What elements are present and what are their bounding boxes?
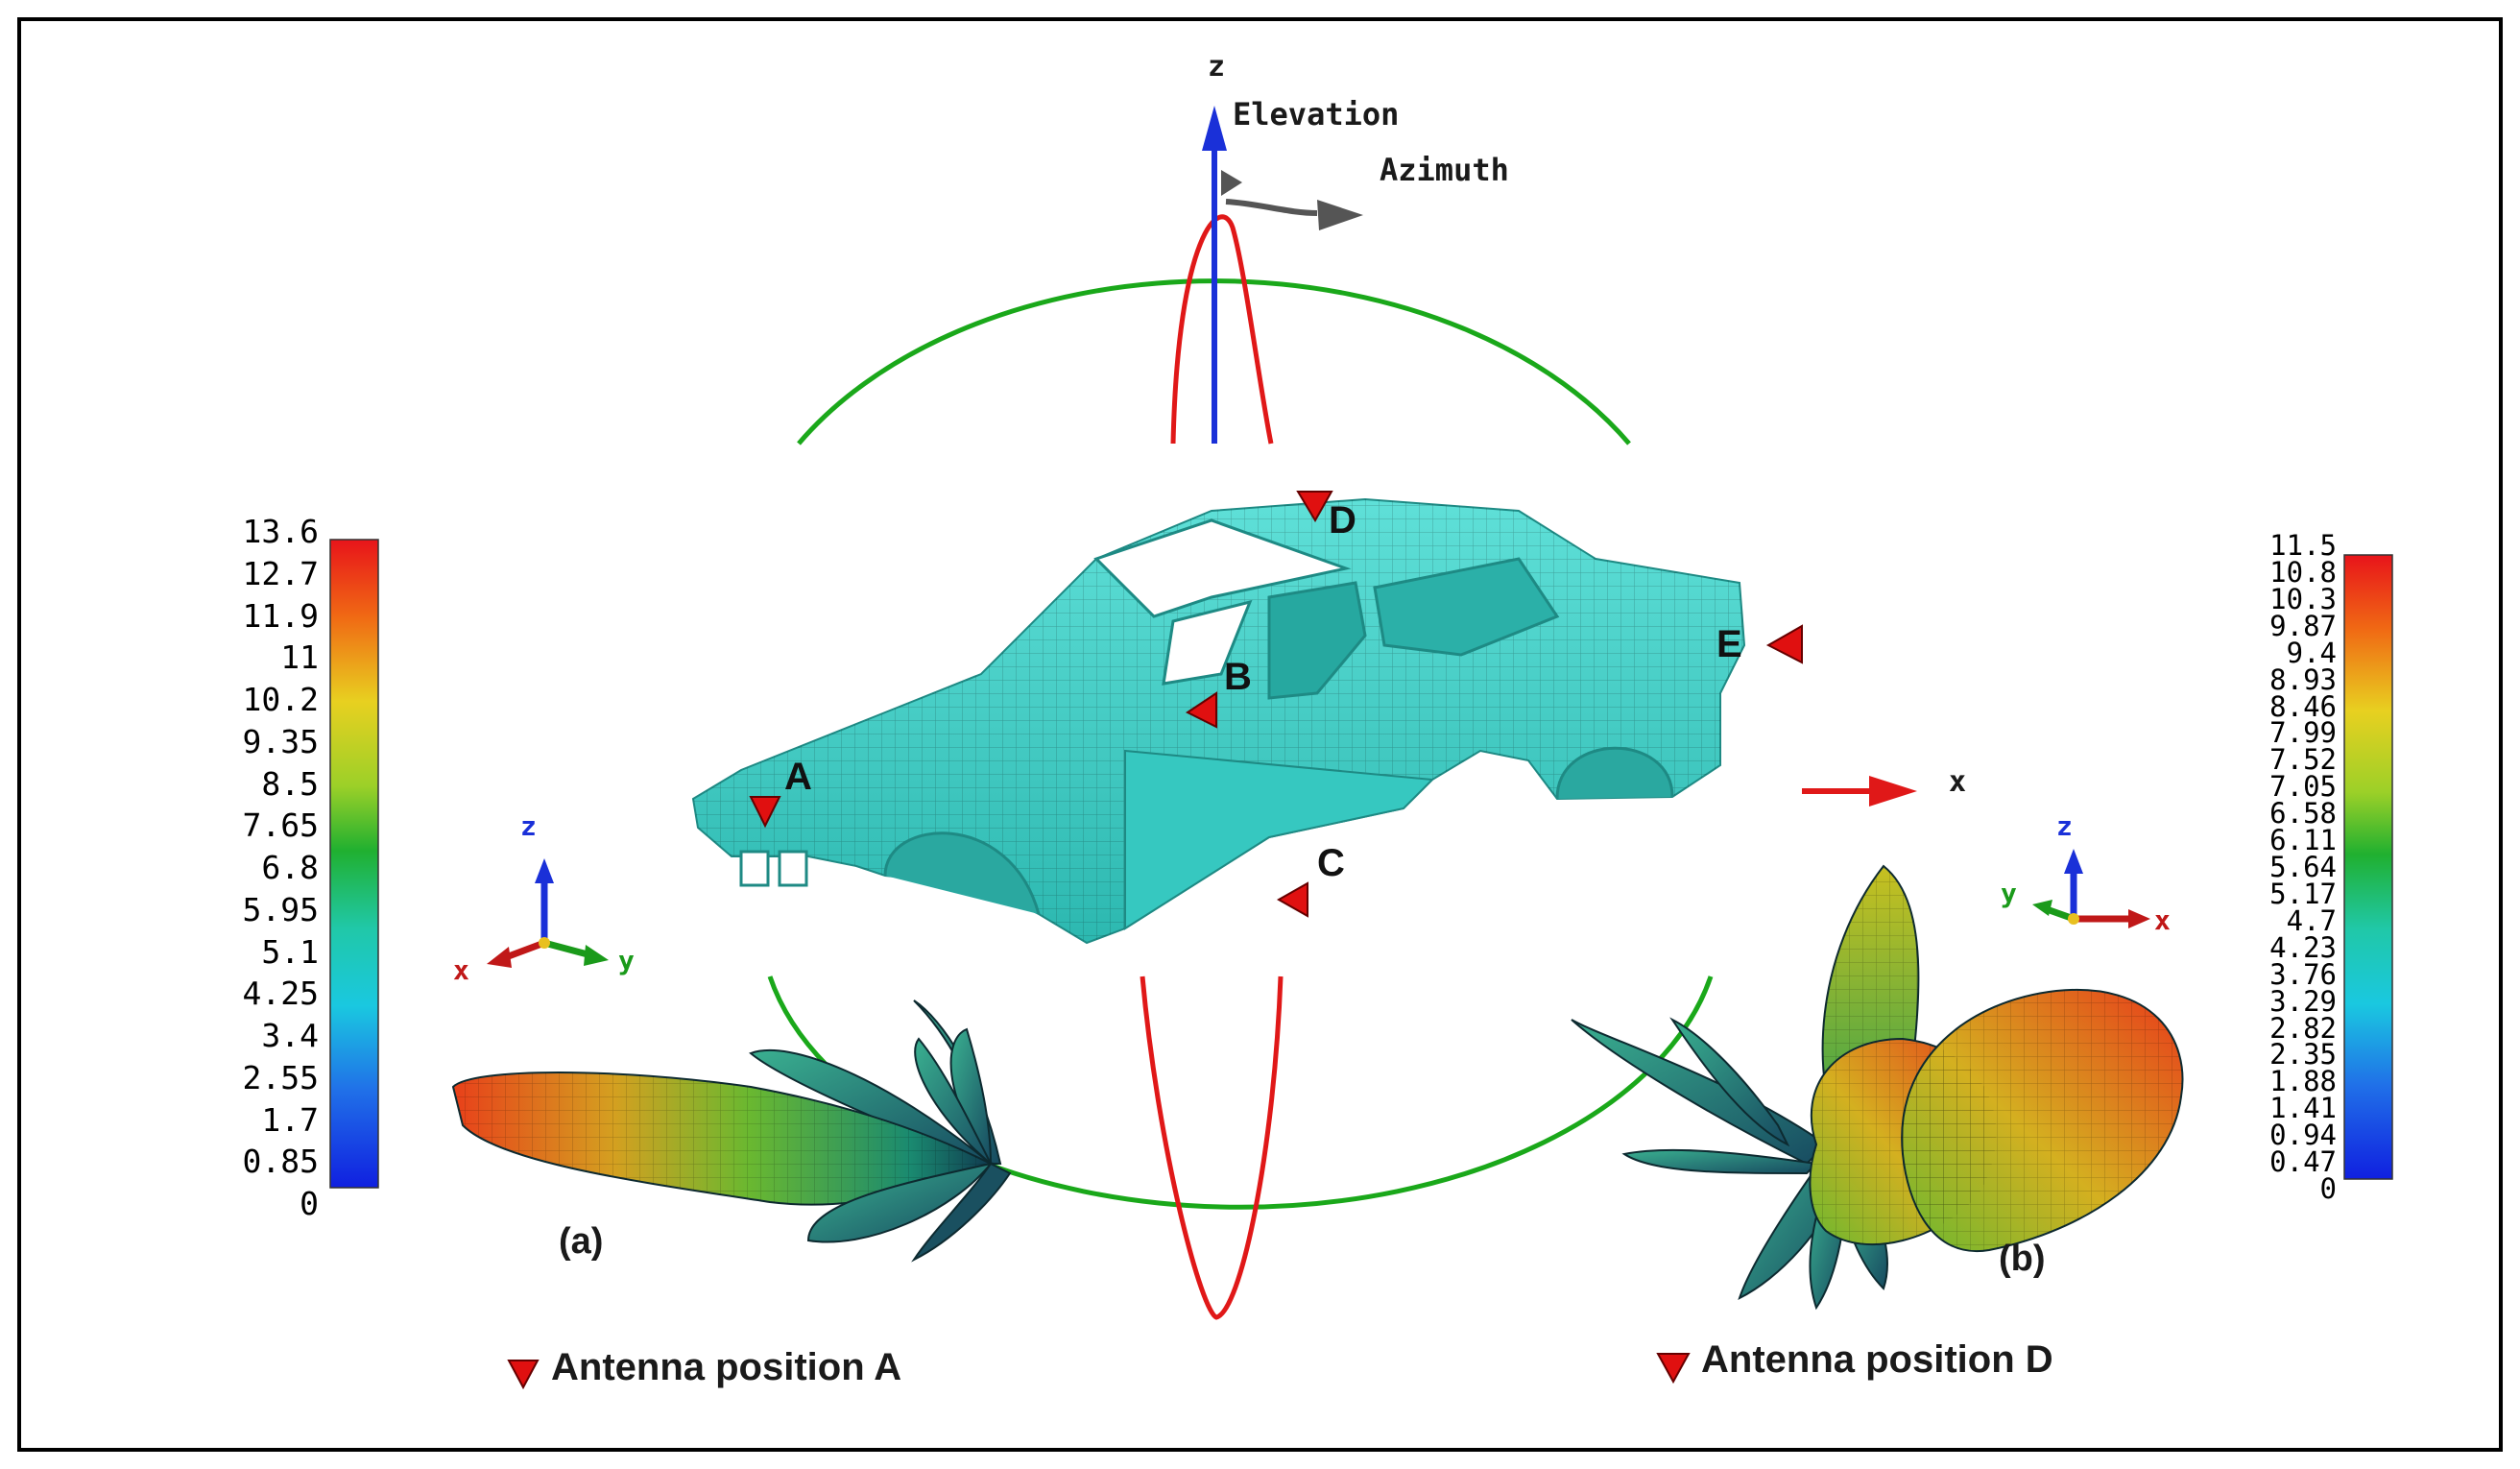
scale-tick: 2.82 [2269,1011,2337,1045]
scale-tick: 0.85 [242,1143,319,1181]
scale-tick: 5.95 [242,890,319,928]
scale-tick: 0 [2319,1172,2337,1205]
marker-b [1186,691,1217,729]
azimuth-arrow-line [1225,199,1318,216]
panel-label-a: (a) [559,1221,604,1262]
pattern-b [1571,864,2184,1311]
scale-tick: 7.99 [2269,716,2337,750]
scale-tick: 7.52 [2269,743,2337,777]
colorbar-left [329,539,379,1189]
scale-tick: 1.7 [261,1100,319,1139]
azimuth-arrowhead [1317,200,1363,230]
triad-left-z-label: z [520,810,537,842]
legend-b-marker [1656,1353,1691,1385]
elevation-label: Elevation [1233,96,1400,132]
position-label-a: A [784,756,812,798]
scale-tick: 13.6 [242,513,319,550]
scale-tick: 10.3 [2269,582,2337,615]
x-axis-label: x [1949,765,1967,799]
car-model [691,497,1746,945]
marker-a [749,796,781,829]
scale-tick: 1.88 [2269,1065,2337,1098]
panel-label-b: (b) [1999,1239,2046,1279]
scale-tick: 4.23 [2269,930,2337,964]
scale-tick: 0.47 [2269,1145,2337,1179]
triad-right-x-label: x [2154,904,2171,936]
position-label-e: E [1716,623,1742,665]
pattern-a [451,999,1012,1263]
scale-tick: 0.94 [2269,1119,2337,1152]
scale-tick: 8.46 [2269,689,2337,723]
scale-tick: 11 [280,638,319,677]
marker-d [1296,491,1333,522]
position-label-b: B [1224,656,1252,698]
z-axis-arrowhead [1202,106,1227,151]
marker-c [1276,881,1308,918]
scale-tick: 8.93 [2269,662,2337,696]
z-axis-label: z [1208,50,1226,84]
azimuth-label: Azimuth [1380,152,1509,188]
scale-tick: 7.05 [2269,770,2337,804]
radiation-pattern-diagram: A B C D E [329,106,2393,1390]
elevation-pattern-upper [1170,214,1274,445]
elevation-marker [1221,170,1242,196]
marker-e [1765,624,1803,664]
scale-tick: 11.5 [2269,529,2337,562]
axis-triad-right [2032,849,2150,928]
colorbar-right [2343,554,2393,1180]
scale-tick: 4.7 [2286,903,2337,937]
scale-tick: 10.2 [242,681,319,718]
scale-tick: 9.87 [2269,609,2337,642]
legend-a-marker [507,1360,540,1390]
legend-antenna-a: Antenna position A [551,1346,902,1388]
scale-tick: 4.25 [242,975,319,1013]
scale-tick: 8.5 [261,764,319,803]
scale-tick: 3.76 [2269,957,2337,991]
scale-tick: 2.35 [2269,1038,2337,1072]
scale-tick: 3.4 [261,1017,319,1054]
position-label-d: D [1329,499,1356,542]
scale-tick: 5.17 [2269,877,2337,910]
scale-tick: 2.55 [242,1058,319,1096]
scale-tick: 12.7 [242,554,319,592]
scale-tick: 9.4 [2286,636,2337,669]
position-label-c: C [1317,842,1345,884]
scale-tick: 3.29 [2269,984,2337,1018]
x-axis-arrowhead [1869,776,1917,807]
scale-tick: 5.1 [261,932,319,971]
triad-left-x-label: x [453,954,469,986]
axis-triad-left [487,858,609,968]
scale-tick: 1.41 [2269,1092,2337,1125]
scale-tick: 7.65 [242,807,319,845]
scale-tick: 0 [300,1185,319,1222]
elevation-pattern-lower [1140,975,1284,1320]
legend-antenna-d: Antenna position D [1701,1338,2053,1381]
scale-tick: 6.8 [261,849,319,886]
figure-frame: A B C D E [17,17,2503,1452]
scale-tick: 5.64 [2269,851,2337,883]
scale-tick: 6.58 [2269,797,2337,831]
triad-left-y-label: y [618,945,635,976]
triad-right-y-label: y [2001,878,2017,909]
triad-right-z-label: z [2056,810,2073,842]
scale-tick: 10.8 [2269,555,2337,589]
scale-tick: 11.9 [242,596,319,635]
scale-tick: 9.35 [242,722,319,760]
scale-tick: 6.11 [2269,824,2337,857]
